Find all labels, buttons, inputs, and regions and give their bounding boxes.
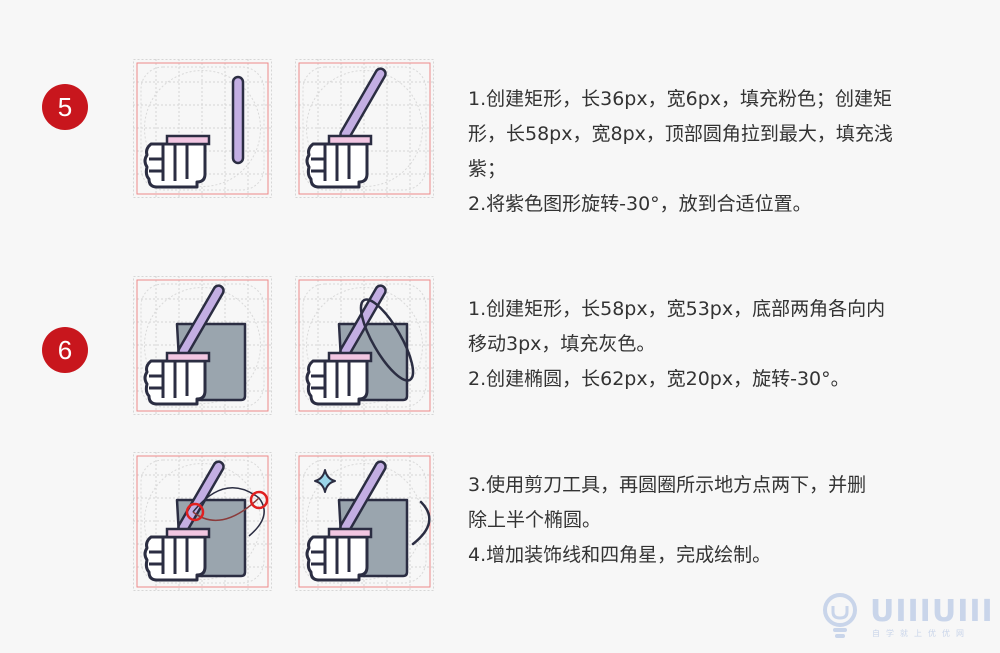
step6-illustration-d: [295, 452, 434, 591]
step5-illustration-b: [295, 59, 434, 198]
step-text-line: 3.使用剪刀工具，再圆圈所示地方点两下，并删: [468, 474, 867, 496]
watermark-logo: UIIIUIII 自学就上优优网: [818, 592, 993, 642]
step5-illustration-a: [133, 59, 272, 198]
logo-wordmark: UIIIUIII: [870, 594, 994, 629]
step6-description: 1.创建矩形，长58px，宽53px，底部两角各向内 移动3px，填充灰色。 2…: [468, 292, 978, 397]
step-number-badge: 6: [42, 327, 88, 373]
logo-tagline: 自学就上优优网: [872, 629, 970, 638]
step-text-line: 紫；: [468, 158, 507, 180]
step-number-badge: 5: [42, 84, 88, 130]
step6-illustration-c: [133, 452, 272, 591]
step6-continued-description: 3.使用剪刀工具，再圆圈所示地方点两下，并删 除上半个椭圆。 4.增加装饰线和四…: [468, 468, 978, 573]
step-text-line: 除上半个椭圆。: [468, 509, 602, 531]
step-text-line: 1.创建矩形，长58px，宽53px，底部两角各向内: [468, 298, 886, 320]
step5-description: 1.创建矩形，长36px，宽6px，填充粉色；创建矩 形，长58px，宽8px，…: [468, 82, 978, 222]
step6-illustration-b: [295, 276, 434, 415]
four-point-star-icon: [314, 469, 336, 493]
step-text-line: 2.将紫色图形旋转-30°，放到合适位置。: [468, 193, 812, 215]
step-text-line: 形，长58px，宽8px，顶部圆角拉到最大，填充浅: [468, 123, 893, 145]
step6-illustration-a: [133, 276, 272, 415]
lightbulb-icon: [823, 593, 857, 638]
step-text-line: 移动3px，填充灰色。: [468, 333, 656, 355]
step-text-line: 1.创建矩形，长36px，宽6px，填充粉色；创建矩: [468, 88, 893, 110]
step-text-line: 2.创建椭圆，长62px，宽20px，旋转-30°。: [468, 368, 850, 390]
step-text-line: 4.增加装饰线和四角星，完成绘制。: [468, 544, 772, 566]
